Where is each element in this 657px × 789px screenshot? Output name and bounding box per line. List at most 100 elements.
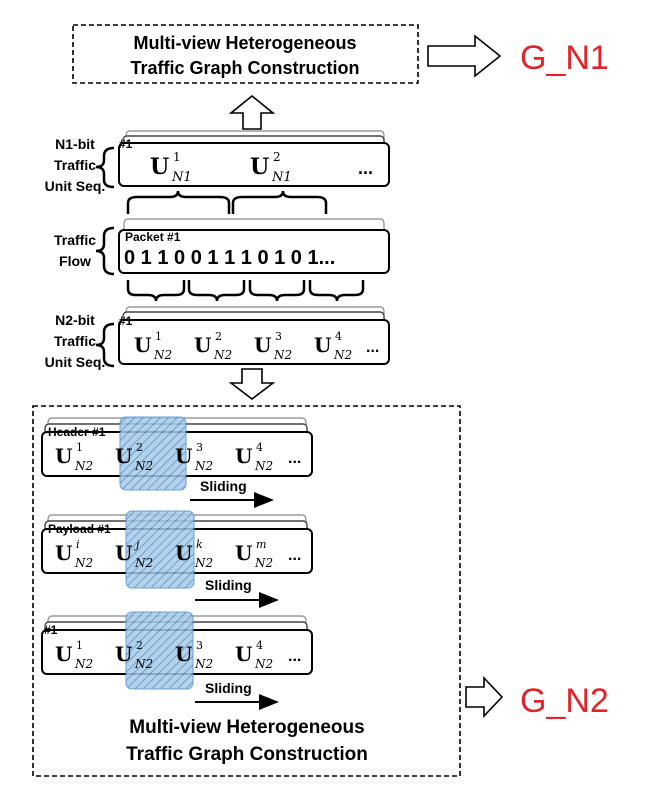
svg-text:N2: N2 — [134, 657, 153, 671]
packet-view-tag: #1 — [44, 623, 58, 637]
svg-text:U: U — [314, 333, 331, 357]
svg-text:N2: N2 — [254, 657, 273, 671]
n1-unit-2: U 2 N1 — [250, 150, 292, 185]
svg-text:N2: N2 — [74, 459, 93, 473]
packet-view — [41, 611, 313, 690]
svg-text:4: 4 — [256, 441, 263, 454]
svg-text:U: U — [175, 642, 192, 666]
payload-view-tag: Payload #1 — [48, 522, 111, 536]
n2-label-line3: Unit Seq. — [45, 354, 106, 370]
n2-group-brace-4 — [308, 280, 365, 302]
svg-text:m: m — [256, 538, 266, 551]
n2-unit-4: U 4 N2 — [314, 330, 352, 362]
n2-sequence-stack — [118, 306, 390, 365]
n1-left-brace — [95, 146, 115, 189]
n2-left-brace — [95, 322, 115, 368]
n1-ellipsis: ... — [358, 158, 373, 178]
svg-text:U: U — [235, 444, 252, 468]
header-view — [41, 416, 313, 491]
svg-text:N1: N1 — [171, 170, 192, 185]
svg-text:U: U — [55, 444, 72, 468]
svg-text:2: 2 — [273, 150, 281, 164]
svg-text:1: 1 — [76, 441, 83, 454]
svg-text:N2: N2 — [254, 459, 273, 473]
svg-text:3: 3 — [196, 441, 203, 454]
svg-text:U: U — [150, 154, 169, 180]
flow-label-line1: Traffic — [54, 232, 96, 248]
svg-text:4: 4 — [335, 330, 342, 343]
top-construction-box — [72, 24, 419, 84]
svg-text:3: 3 — [275, 330, 282, 343]
svg-text:U: U — [115, 444, 132, 468]
right-arrow-icon — [427, 34, 502, 78]
svg-text:U: U — [250, 154, 269, 180]
svg-text:U: U — [115, 642, 132, 666]
bottom-caption-line1: Multi-view Heterogeneous — [129, 717, 364, 738]
svg-text:N2: N2 — [273, 348, 292, 362]
svg-text:N2: N2 — [194, 556, 213, 570]
header-sliding-label: Sliding — [200, 478, 247, 494]
svg-text:j: j — [133, 538, 140, 551]
payload-view — [41, 510, 313, 589]
svg-text:U: U — [55, 642, 72, 666]
n1-label-line1: N1-bit — [55, 136, 95, 152]
flow-left-brace — [95, 226, 115, 276]
g-n1-label: G_N1 — [520, 39, 609, 77]
up-arrow-icon — [228, 94, 276, 130]
svg-text:U: U — [55, 541, 72, 565]
svg-text:U: U — [194, 333, 211, 357]
svg-text:N2: N2 — [74, 657, 93, 671]
n1-label-line3: Unit Seq. — [45, 178, 106, 194]
n1-group-brace-2 — [231, 190, 328, 214]
multi-view-construction-box — [32, 405, 461, 777]
svg-text:2: 2 — [136, 639, 143, 652]
svg-text:N2: N2 — [134, 556, 153, 570]
flow-packet-header: Packet #1 — [125, 230, 181, 244]
svg-text:U: U — [235, 541, 252, 565]
svg-text:3: 3 — [196, 639, 203, 652]
payload-ellipsis: ... — [288, 547, 301, 564]
svg-text:N2: N2 — [333, 348, 352, 362]
svg-text:1: 1 — [173, 150, 181, 164]
svg-text:U: U — [175, 541, 192, 565]
n2-label-line1: N2-bit — [55, 312, 95, 328]
svg-text:k: k — [196, 538, 203, 551]
svg-text:N2: N2 — [134, 459, 153, 473]
packet-sliding-window — [125, 611, 194, 690]
svg-text:N2: N2 — [194, 657, 213, 671]
payload-sliding-label: Sliding — [205, 577, 252, 593]
svg-text:N2: N2 — [213, 348, 232, 362]
svg-text:U: U — [235, 642, 252, 666]
right-arrow-icon-2 — [465, 675, 504, 719]
payload-sliding-window — [125, 510, 195, 589]
header-sliding-window — [119, 416, 187, 491]
header-view-tag: Header #1 — [48, 425, 106, 439]
svg-text:N2: N2 — [194, 459, 213, 473]
g-n2-label: G_N2 — [520, 682, 609, 720]
flow-bit-string: 0 1 1 0 0 1 1 1 0 1 0 1... — [124, 247, 335, 269]
svg-text:1: 1 — [76, 639, 83, 652]
svg-text:U: U — [175, 444, 192, 468]
svg-text:U: U — [134, 333, 151, 357]
packet-ellipsis: ... — [288, 648, 301, 665]
n2-group-brace-1 — [126, 280, 186, 302]
n2-unit-2: U 2 N2 — [194, 330, 232, 362]
bottom-caption-line2: Traffic Graph Construction — [126, 744, 368, 765]
svg-text:2: 2 — [136, 441, 143, 454]
svg-text:N2: N2 — [254, 556, 273, 570]
down-arrow-icon — [228, 368, 276, 401]
svg-text:N2: N2 — [74, 556, 93, 570]
n1-group-brace-1 — [126, 190, 231, 214]
svg-text:i: i — [76, 538, 80, 551]
svg-text:2: 2 — [215, 330, 222, 343]
n2-ellipsis: ... — [366, 339, 379, 356]
